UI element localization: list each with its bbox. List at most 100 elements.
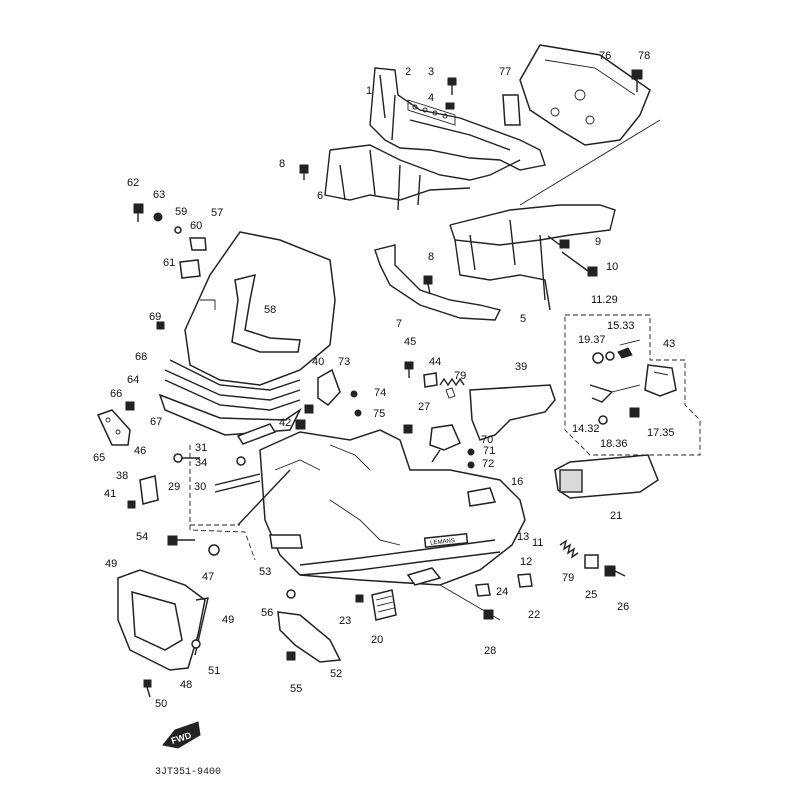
callout-60: 60 [190,220,203,232]
air-duct-21 [554,454,659,499]
callout-55: 55 [290,683,303,695]
callout-53: 53 [259,566,272,578]
callout-40: 40 [312,356,325,368]
bracket-53 [167,453,303,556]
main-cowling [259,429,526,586]
callout-23: 23 [339,615,352,627]
callout-7: 7 [396,318,403,330]
side-bracket-65 [96,409,131,446]
callout-11: 11 [532,537,544,549]
fasteners-upper [299,77,598,295]
callout-68: 68 [135,351,148,363]
bracket-7 [374,244,502,321]
callout-49-right: 49 [222,614,235,626]
callout-34: 34 [195,457,208,469]
callout-42: 42 [279,417,292,429]
fasteners-screen [125,203,207,411]
fasteners-center [403,361,475,469]
bracket-76 [519,44,651,146]
callout-50: 50 [155,698,168,710]
callout-19-37: 19.37 [578,334,606,346]
callout-20: 20 [371,634,384,646]
inner-panel-39 [469,384,556,441]
callout-77: 77 [499,66,512,78]
mirror-70 [429,424,461,463]
callout-30: 30 [194,481,207,493]
callout-4: 4 [428,92,435,104]
callout-44: 44 [429,356,442,368]
callout-13: 13 [517,531,530,543]
callout-18-36: 18.36 [600,438,628,450]
rods-29-30 [214,469,291,526]
drawing-code: 3JT351-9400 [155,767,222,778]
callout-74: 74 [374,387,387,399]
callout-79-lower: 79 [562,572,575,584]
callout-6: 6 [317,190,324,202]
callout-9: 9 [595,236,602,248]
callout-38: 38 [116,470,129,482]
callout-78: 78 [638,50,651,62]
callout-5: 5 [520,313,527,325]
callout-17-35: 17.35 [647,427,675,439]
windshield-trim-68 [164,359,301,411]
callout-52: 52 [330,668,343,680]
callout-79-upper: 79 [454,370,467,382]
callout-43: 43 [663,338,676,350]
callout-46: 46 [134,445,147,457]
cowling-stay-upper [324,67,546,211]
callout-14-32: 14.32 [572,423,600,435]
callout-72: 72 [482,458,495,470]
callout-67: 67 [150,416,163,428]
callout-61: 61 [163,257,176,269]
part-77 [502,94,521,126]
callout-49-left: 49 [105,558,118,570]
small-bar-parts [236,368,362,466]
callout-75: 75 [373,408,386,420]
callout-28: 28 [484,645,497,657]
windshield-57 [184,231,336,386]
callout-27: 27 [418,401,431,413]
callout-58: 58 [264,304,277,316]
callout-70: 70 [481,434,494,446]
callout-62: 62 [127,177,140,189]
callout-21: 21 [610,510,623,522]
callout-66: 66 [110,388,123,400]
callout-1: 1 [366,85,373,97]
dashed-group-left [189,445,256,561]
callout-47: 47 [202,571,215,583]
callout-41: 41 [104,488,117,500]
callout-65: 65 [93,452,106,464]
callout-26: 26 [617,601,630,613]
callout-57: 57 [211,207,224,219]
callout-10: 10 [606,261,619,273]
frame-5 [449,204,616,311]
callout-39: 39 [515,361,528,373]
callout-51: 51 [208,665,221,677]
bolt-78 [631,69,643,92]
part-38 [127,475,159,509]
bracket-52 [277,589,342,663]
callout-69: 69 [149,311,162,323]
callout-22: 22 [528,609,541,621]
callout-12: 12 [520,556,533,568]
callout-64: 64 [127,374,140,386]
fasteners-lower-right [439,554,626,621]
callout-56: 56 [261,607,274,619]
cowl-badge: LEMANS [430,538,455,547]
callout-71: 71 [483,445,496,457]
callout-48: 48 [180,679,193,691]
callout-45: 45 [404,336,417,348]
callout-8-lower: 8 [428,251,435,263]
callout-59: 59 [175,206,188,218]
callout-24: 24 [496,586,509,598]
callout-73: 73 [338,356,351,368]
callout-54: 54 [136,531,149,543]
callout-15-33: 15.33 [607,320,635,332]
callout-76: 76 [599,50,612,62]
callout-11-29: 11.29 [591,294,618,306]
dashed-group-right [564,314,701,456]
callout-16: 16 [511,476,524,488]
spring-79-lower [559,539,579,559]
lower-grille-48 [117,569,209,698]
